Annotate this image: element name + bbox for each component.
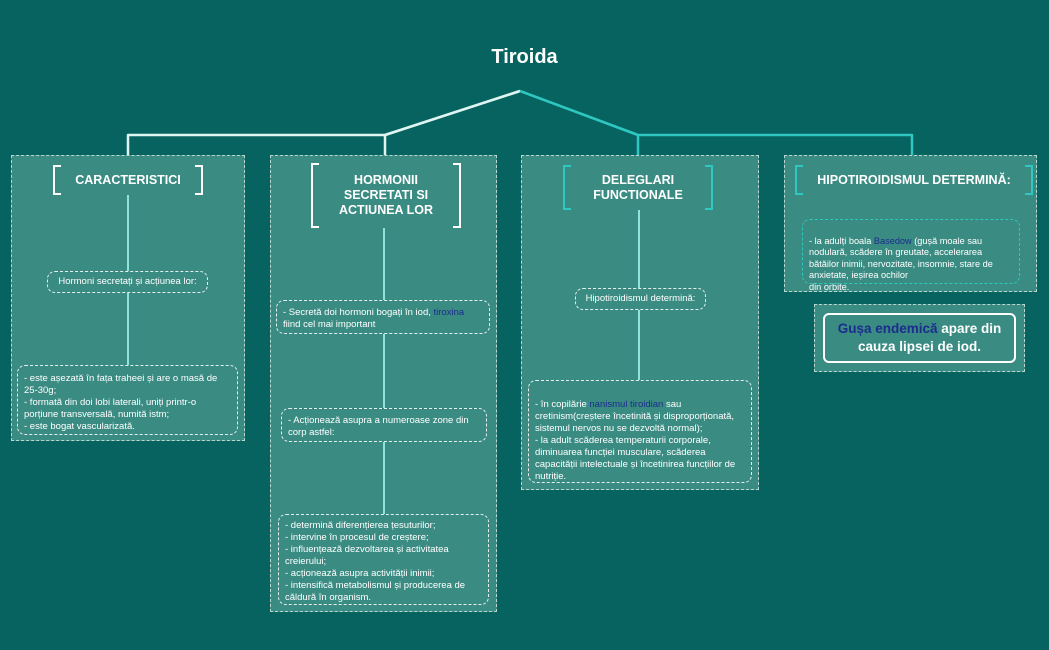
panel-3-node: Hipotiroidismul determină: — [575, 288, 706, 310]
connector-branch-3 — [519, 89, 640, 155]
panel-3-details: - în copilărie nanismul tiroidian sau cr… — [528, 380, 752, 483]
panel-2-connector — [383, 228, 385, 518]
panel-2-heading: HORMONII SECRETATI SI ACTIUNEA LOR — [311, 163, 461, 228]
connector-branch-2 — [383, 89, 521, 155]
bracket-right — [453, 163, 461, 228]
panel-2-node-2: - Acționează asupra a numeroase zone din… — [281, 408, 487, 442]
callout-gusa-endemica: Gușa endemică apare din cauza lipsei de … — [814, 304, 1025, 372]
panel-2-node-1: - Secretă doi hormoni bogați în iod, tir… — [276, 300, 490, 334]
connector-branch-4 — [519, 89, 914, 155]
diagram-title: Tiroida — [491, 46, 558, 68]
panel-1-node: Hormoni secretați și acțiunea lor: — [47, 271, 208, 293]
bracket-left — [563, 165, 571, 210]
connector-branch-1 — [126, 89, 521, 155]
callout-text: Gușa endemică apare din cauza lipsei de … — [823, 313, 1016, 363]
panel-1-details: - este așezată în fața traheei și are o … — [17, 365, 238, 435]
bracket-right — [195, 165, 203, 195]
bracket-left — [311, 163, 319, 228]
panel-2-details: - determină diferențierea țesuturilor; -… — [278, 514, 489, 605]
panel-3-heading: DELEGLARI FUNCTIONALE — [563, 165, 713, 210]
bracket-left — [795, 165, 803, 195]
bracket-right — [705, 165, 713, 210]
panel-1-heading: CARACTERISTICI — [53, 165, 203, 195]
panel-4-details: - la adulți boala Basedow (gușă moale sa… — [802, 219, 1020, 292]
bracket-right — [1025, 165, 1033, 195]
panel-4-heading: HIPOTIROIDISMUL DETERMINĂ: — [795, 165, 1033, 195]
bracket-left — [53, 165, 61, 195]
